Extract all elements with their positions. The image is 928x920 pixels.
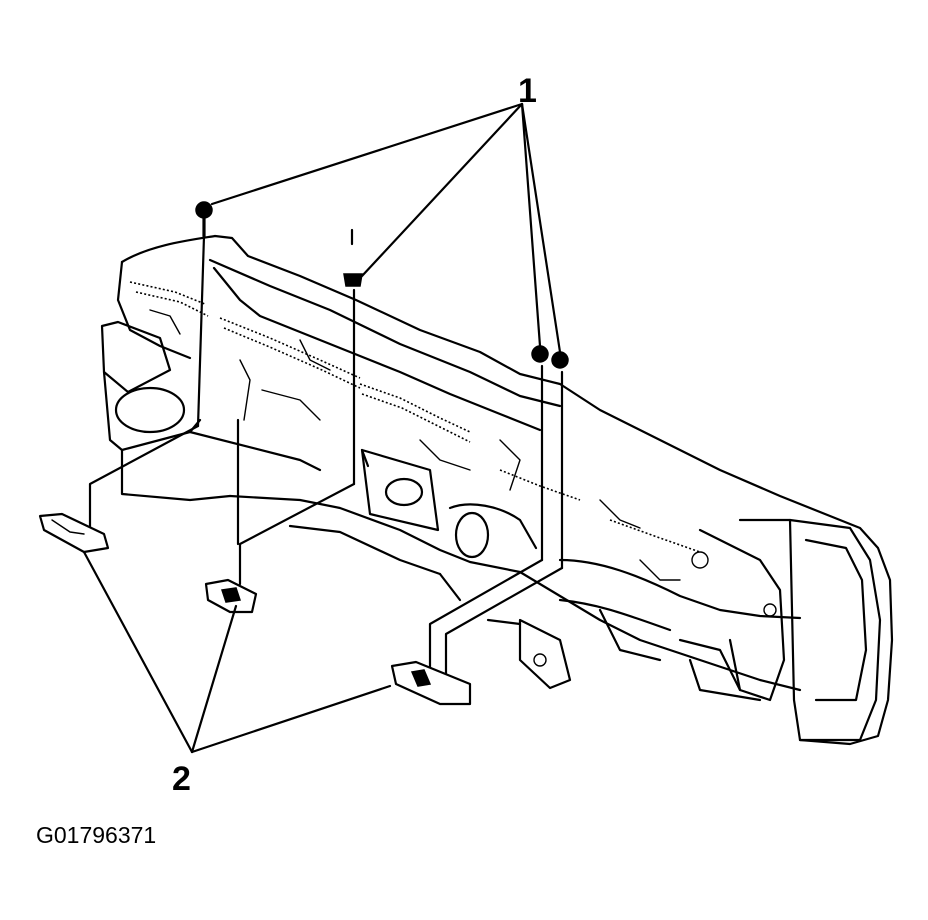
bracket-left <box>38 512 110 554</box>
bolt-right-b <box>551 351 569 369</box>
instrument-panel-carrier <box>100 234 894 746</box>
bolt-left <box>195 201 213 238</box>
figure-id-label: G01796371 <box>36 822 157 848</box>
callout-label-2: 2 <box>172 760 191 798</box>
bolt-right-a <box>531 345 549 363</box>
bracket-right <box>390 660 472 706</box>
bolt-alignment-lines <box>196 234 564 570</box>
bolt-center <box>343 228 363 287</box>
callout-label-1: 1 <box>518 72 537 110</box>
upper-bolts <box>195 201 569 369</box>
callout-2-leaders <box>82 550 392 754</box>
bracket-drop-lines <box>88 418 564 692</box>
bracket-center <box>204 578 258 614</box>
callout-1-leaders <box>210 102 562 354</box>
